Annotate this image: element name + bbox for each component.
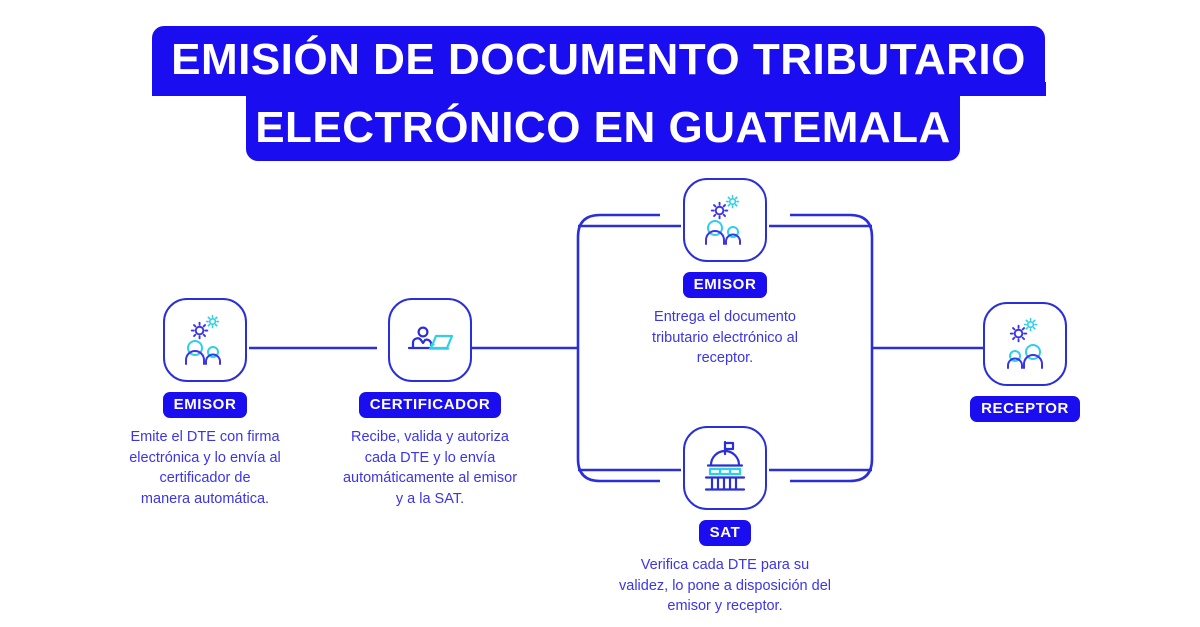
- node-emisor-center[interactable]: EMISOR Entrega el documento tributario e…: [625, 178, 825, 369]
- node-receptor[interactable]: RECEPTOR: [960, 302, 1090, 422]
- page-title-line-1: EMISIÓN DE DOCUMENTO TRIBUTARIO: [152, 26, 1045, 94]
- node-sat-badge: SAT: [698, 520, 752, 546]
- page-title: EMISIÓN DE DOCUMENTO TRIBUTARIO ELECTRÓN…: [0, 26, 1200, 161]
- node-certificador-box[interactable]: [388, 298, 472, 382]
- node-sat-description: Verifica cada DTE para su validez, lo po…: [619, 557, 831, 615]
- node-emisor-left-box[interactable]: [163, 298, 247, 382]
- node-sat[interactable]: SAT Verifica cada DTE para su validez, l…: [615, 426, 835, 617]
- node-emisor-center-description: Entrega el documento tributario electrón…: [652, 309, 798, 367]
- node-sat-box[interactable]: [683, 426, 767, 510]
- title-notch-left: [152, 82, 258, 96]
- node-receptor-box[interactable]: [983, 302, 1067, 386]
- people-gears-icon: [705, 194, 741, 245]
- page-title-line-2: ELECTRÓNICO EN GUATEMALA: [246, 94, 960, 161]
- node-certificador-badge: CERTIFICADOR: [358, 392, 502, 418]
- person-laptop-icon: [407, 326, 454, 350]
- node-emisor-left-badge: EMISOR: [162, 392, 248, 418]
- node-emisor-left[interactable]: EMISOR Emite el DTE con firma electrónic…: [115, 298, 295, 509]
- people-gears-icon: [185, 314, 221, 365]
- node-emisor-center-badge: EMISOR: [682, 272, 768, 298]
- node-receptor-badge: RECEPTOR: [970, 396, 1080, 422]
- node-certificador-description: Recibe, valida y autoriza cada DTE y lo …: [342, 429, 518, 507]
- node-emisor-center-box[interactable]: [683, 178, 767, 262]
- node-emisor-left-description: Emite el DTE con firma electrónica y lo …: [129, 429, 281, 507]
- government-building-icon: [704, 440, 746, 491]
- people-gears-icon: [1007, 317, 1043, 369]
- node-certificador[interactable]: CERTIFICADOR Recibe, valida y autoriza c…: [330, 298, 530, 509]
- title-notch-right: [940, 82, 1046, 96]
